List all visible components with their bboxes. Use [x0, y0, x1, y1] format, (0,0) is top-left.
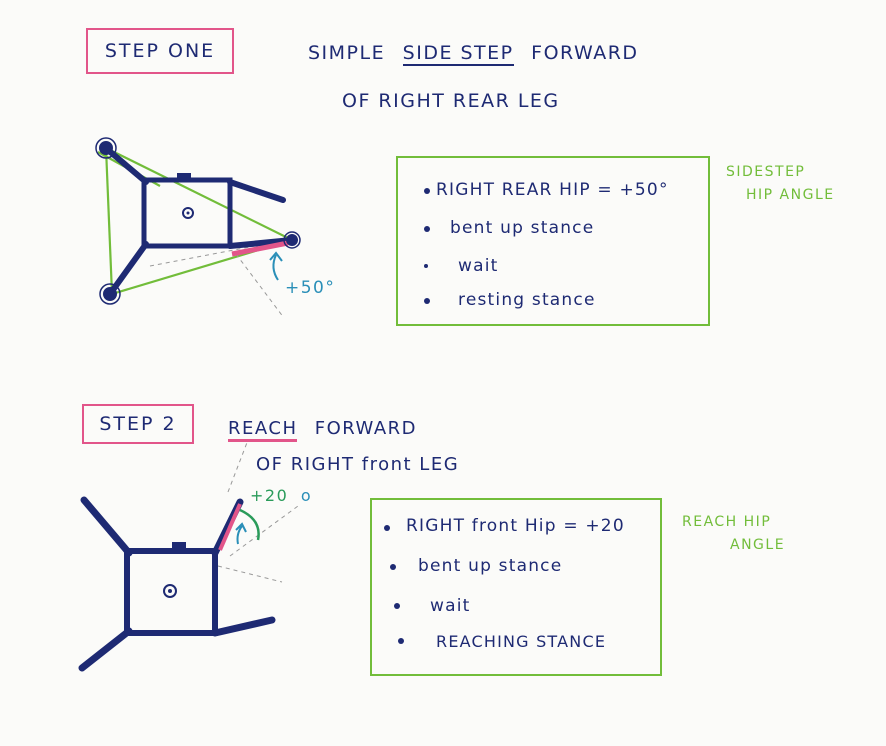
step-two-title-reach: REACH [228, 418, 298, 442]
step-two-bullet-2 [390, 564, 396, 570]
step-one-bullet-1 [424, 188, 430, 194]
step-two-item-3: wait [430, 596, 471, 616]
step-two-title-forward: FORWARD [314, 418, 418, 439]
step-one-title-line2: OF RIGHT REAR LEG [342, 90, 560, 112]
step-two-item-2: bent up stance [418, 556, 563, 576]
step-one-label-box: STEP ONE [86, 28, 234, 74]
step-one-item-1: RIGHT REAR HIP = +50° [436, 180, 669, 200]
step-one-note-line2: HIP ANGLE [746, 187, 835, 203]
step-two-bullet-1 [384, 525, 390, 531]
step-two-note-line2: ANGLE [730, 537, 786, 553]
step-two-title-line2: OF RIGHT front LEG [256, 454, 460, 475]
step-two-item-4: REACHING STANCE [436, 632, 607, 651]
step-one-item-3: wait [458, 256, 499, 276]
step-two-label: STEP 2 [99, 413, 177, 435]
step-one-angle-label: +50° [285, 278, 336, 298]
step-two-instruction-box [370, 498, 662, 676]
step-one-item-2: bent up stance [450, 218, 595, 238]
step-one-bullet-3 [424, 264, 428, 268]
step-two-title-line1: REACH FORWARD [228, 418, 418, 442]
step-one-bullet-4 [424, 298, 430, 304]
step-one-title-sidestep: SIDE STEP [402, 42, 514, 66]
step-one-title-line1: SIMPLE SIDE STEP FORWARD [308, 42, 639, 66]
step-one-title-forward: FORWARD [531, 42, 639, 64]
step-two-angle-degree: o [300, 486, 313, 505]
step-two-angle-value: +20 [250, 486, 289, 505]
step-one-title-simple: SIMPLE [308, 42, 386, 64]
step-one-item-4: resting stance [458, 290, 596, 310]
step-two-item-1: RIGHT front Hip = +20 [406, 516, 625, 536]
step-one-note-line1: SIDESTEP [726, 164, 806, 180]
step-one-instruction-box [396, 156, 710, 326]
step-two-bullet-4 [398, 638, 404, 644]
step-two-label-box: STEP 2 [82, 404, 194, 444]
step-two-note-line1: REACH HIP [682, 514, 772, 530]
step-two-bullet-3 [394, 603, 400, 609]
step-two-angle-label: +20 o [250, 488, 312, 504]
step-one-bullet-2 [424, 226, 430, 232]
step-one-label: STEP ONE [104, 40, 216, 62]
